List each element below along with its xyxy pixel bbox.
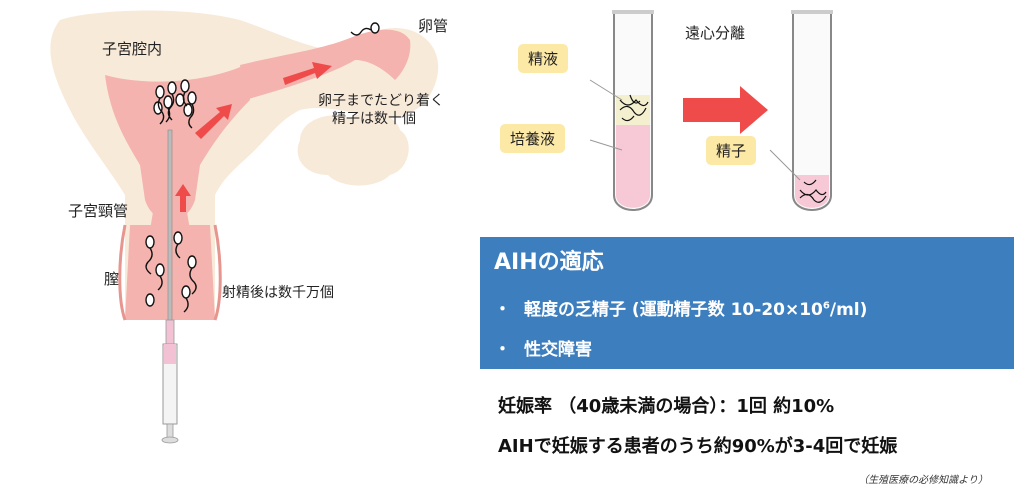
syringe-tip	[165, 319, 175, 345]
aih-title: AIHの適応	[494, 250, 604, 275]
arrow-up-cervix	[175, 184, 191, 212]
syringe-plunger-head	[161, 436, 179, 444]
test-tube-2	[791, 10, 833, 211]
aih-item-sexual-dysfunction: ・性交障害	[494, 335, 592, 360]
culture-layer	[616, 125, 650, 208]
source-citation: （生殖医療の必修知識より）	[858, 475, 988, 486]
sperm-cluster-uterus	[153, 79, 197, 129]
syringe-liquid	[164, 344, 176, 364]
label-after-ejaculation: 射精後は数千万個	[222, 285, 334, 301]
arrow-right-tube	[283, 62, 332, 85]
tag-culture-medium: 培養液	[500, 124, 566, 153]
tag-sperm: 精子	[706, 136, 757, 165]
vagina-wall-left	[118, 224, 127, 321]
bullet: ・	[494, 300, 511, 320]
catheter	[167, 129, 173, 331]
label-fallopian-tube: 卵管	[418, 17, 449, 35]
test-tube-1	[612, 10, 654, 211]
sperm-leader	[769, 149, 801, 181]
syringe-plunger-rod	[166, 423, 174, 439]
syringe	[161, 129, 179, 444]
centrifuge-arrow	[683, 86, 768, 134]
arrow-up-right-cavity	[195, 104, 232, 139]
aih-item2-text: 性交障害	[524, 340, 592, 360]
label-cervical-canal: 子宮頸管	[68, 202, 129, 220]
aih-indications-box: AIHの適応 ・軽度の乏精子 (運動精子数 10-20×106/ml) ・性交障…	[480, 237, 1014, 369]
tag-semen: 精液	[518, 44, 569, 73]
red-arrows-anatomy	[175, 62, 332, 212]
aih-item1-sup: 6	[822, 300, 830, 312]
aih-item-oligospermia: ・軽度の乏精子 (運動精子数 10-20×106/ml)	[494, 295, 867, 320]
stat-pregnancy-within-attempts: AIHで妊娠する患者のうち約90%が3-4回で妊娠	[498, 436, 898, 457]
aih-item1-suffix: /ml)	[829, 300, 868, 320]
label-uterine-cavity: 子宮腔内	[102, 40, 163, 58]
label-centrifuge: 遠心分離	[685, 24, 746, 42]
vagina-wall-right	[213, 224, 222, 321]
label-sperm-reaching-egg-1: 卵子までたどり着く	[318, 93, 444, 109]
label-sperm-reaching-egg-2: 精子は数十個	[332, 111, 416, 127]
stat-pregnancy-rate: 妊娠率 （40歳未満の場合）：1回 約10%	[498, 396, 835, 417]
sperm-pellet	[795, 175, 829, 208]
sperm-cluster-vagina	[145, 231, 197, 313]
aih-item1-text: 軽度の乏精子 (運動精子数 10-20×10	[524, 300, 823, 320]
label-vagina: 膣	[104, 270, 120, 288]
bullet: ・	[494, 340, 511, 360]
sperm-near-tube	[350, 22, 380, 36]
uterine-cavity	[105, 65, 250, 220]
ovary	[297, 112, 409, 186]
culture-leader	[589, 139, 623, 151]
semen-leader	[589, 79, 623, 101]
